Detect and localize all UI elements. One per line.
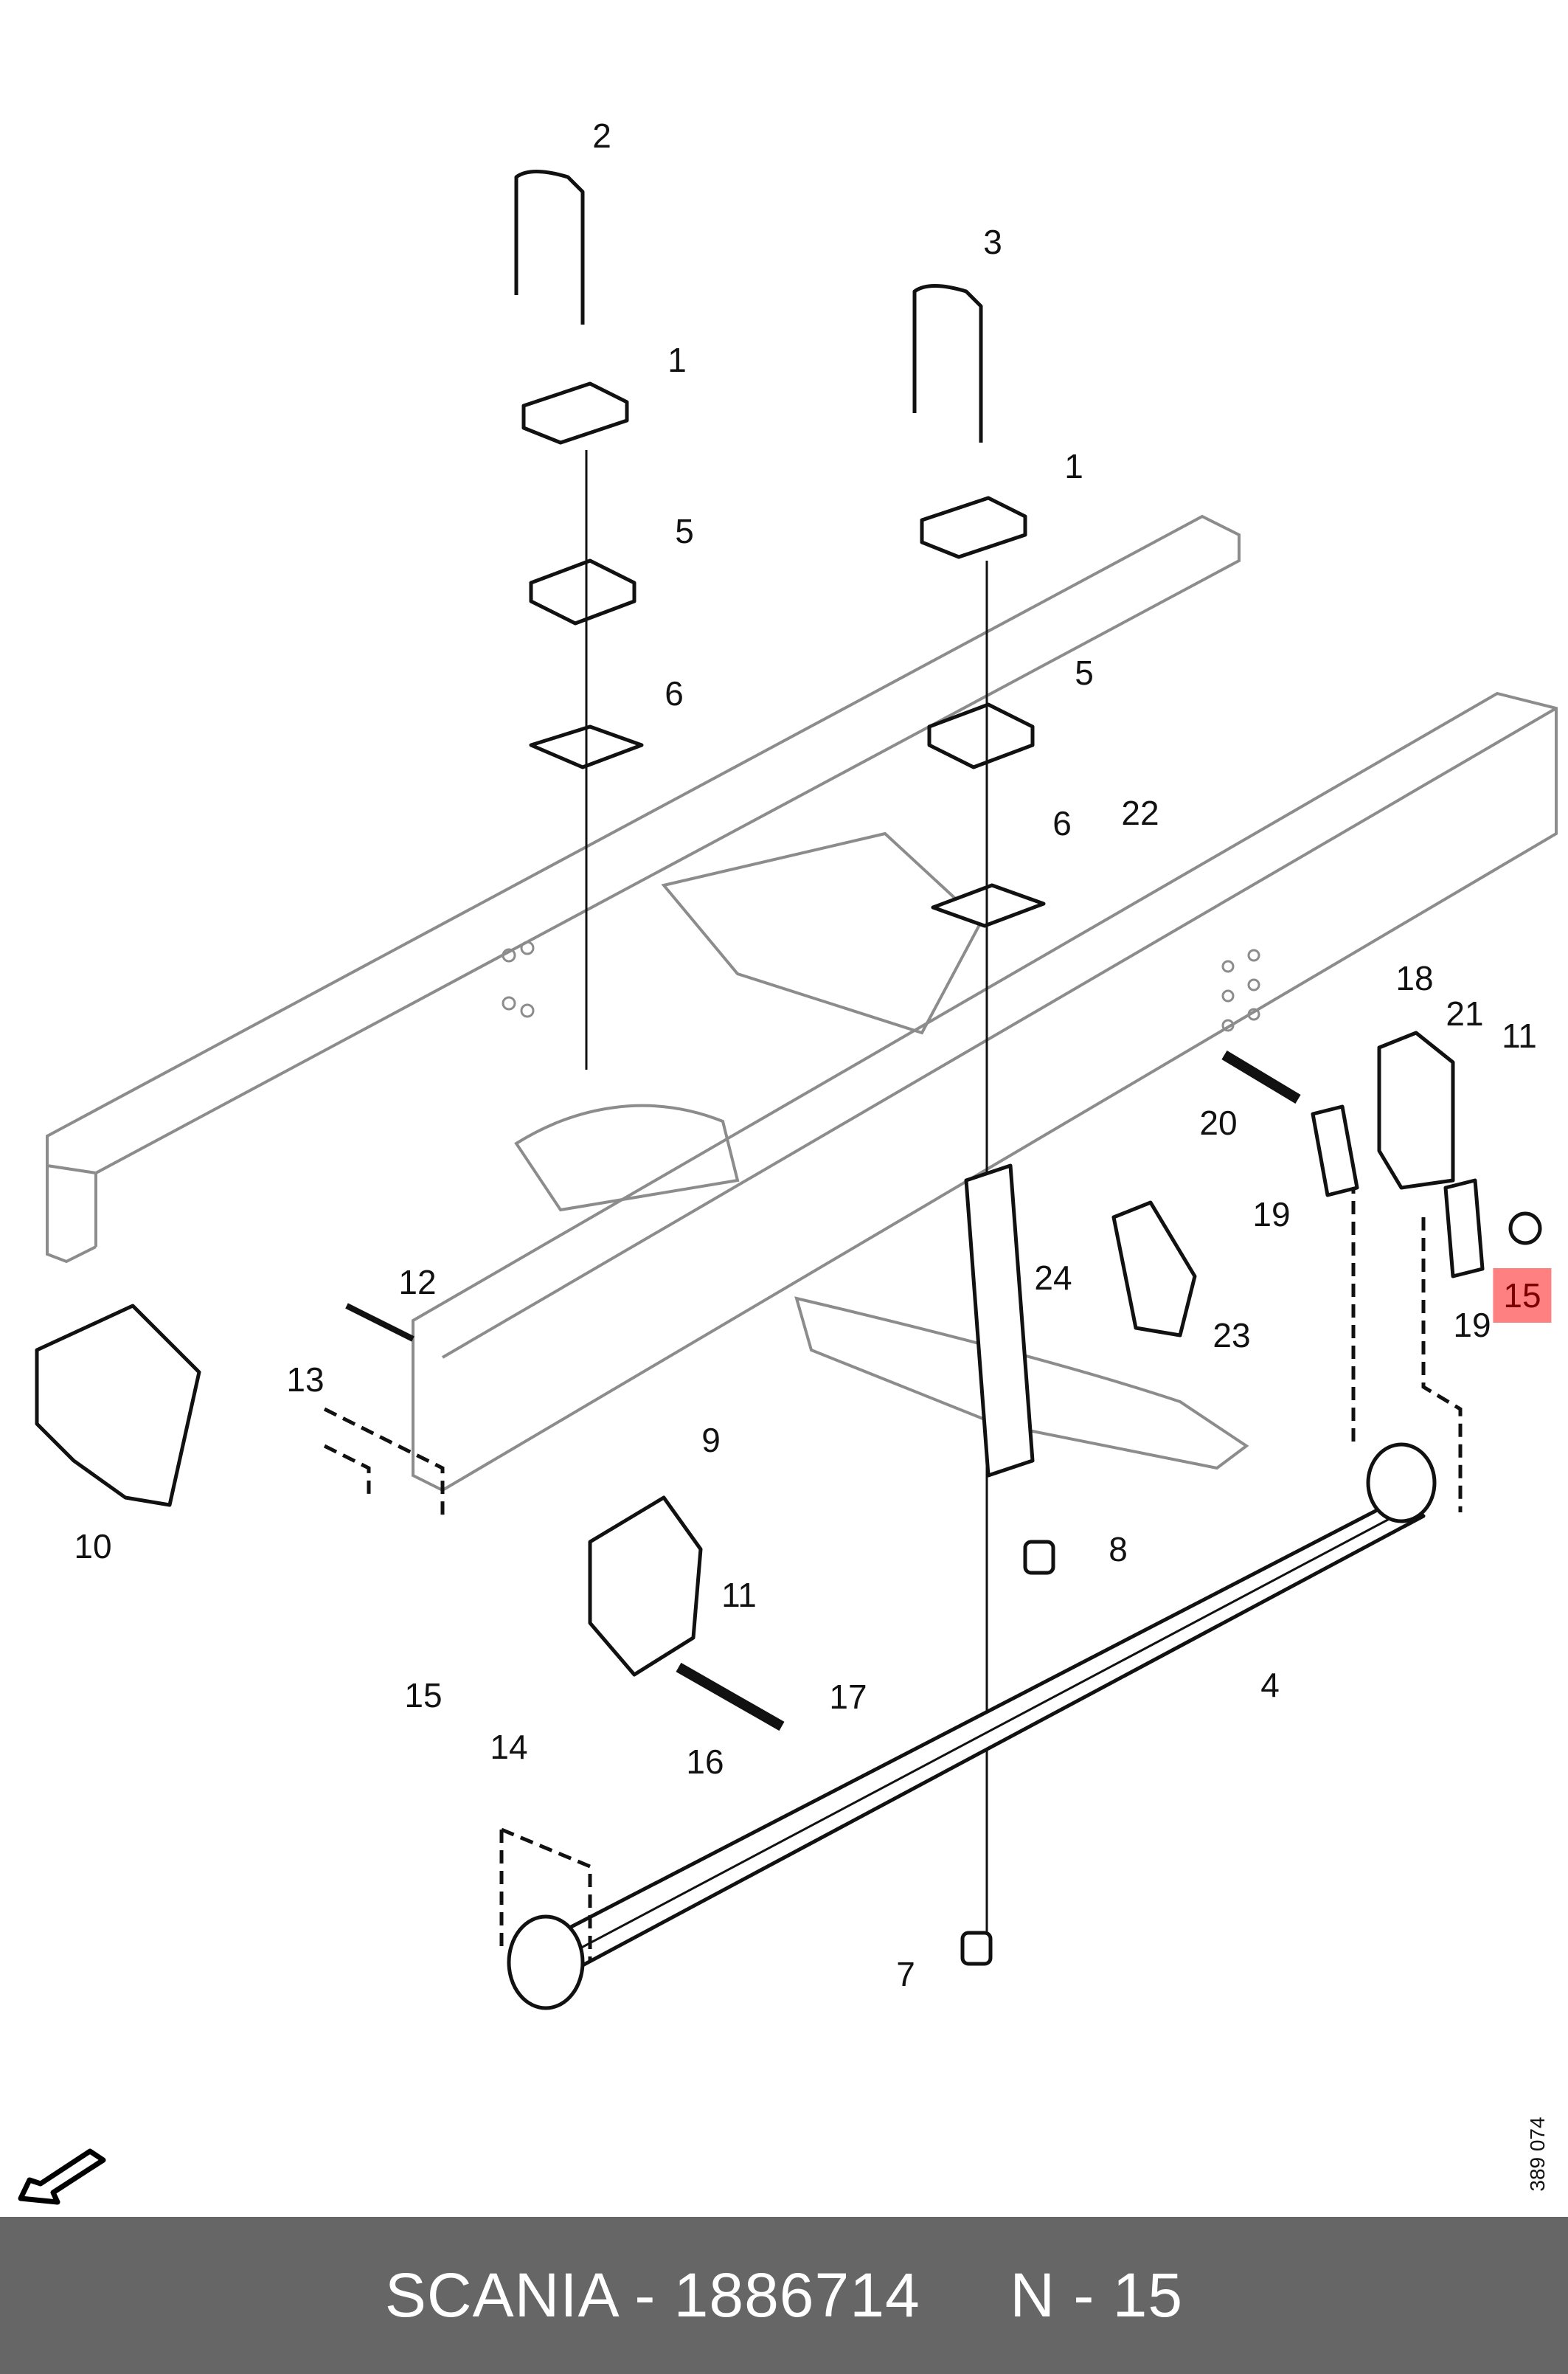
callout-21[interactable]: 21 xyxy=(1446,994,1484,1033)
callout-17[interactable]: 17 xyxy=(829,1678,867,1716)
callout-10[interactable]: 10 xyxy=(74,1527,112,1565)
shackle-18 xyxy=(1377,1031,1455,1190)
callout-4[interactable]: 4 xyxy=(1260,1666,1280,1704)
bracket-23 xyxy=(1111,1200,1197,1337)
callout-7[interactable]: 7 xyxy=(896,1955,915,1993)
spacer-block-left xyxy=(529,558,636,626)
arrow-down-left-icon xyxy=(18,2148,106,2205)
exploded-parts-diagram xyxy=(18,170,1558,2205)
callout-11[interactable]: 11 xyxy=(721,1576,757,1614)
callout-15[interactable]: 15 xyxy=(404,1676,443,1714)
callout-5[interactable]: 5 xyxy=(1075,654,1094,692)
drawing-reference-number: 389 074 xyxy=(1526,2117,1549,2192)
callout-14[interactable]: 14 xyxy=(490,1728,528,1766)
callout-6[interactable]: 6 xyxy=(665,674,684,713)
callout-24[interactable]: 24 xyxy=(1034,1259,1072,1297)
part-footer-bar: SCANIA - 1886714 N - 15 xyxy=(0,2217,1568,2374)
spring-clamp-right xyxy=(920,496,1027,559)
callout-15-highlighted[interactable]: 15 xyxy=(1493,1268,1552,1323)
callout-19[interactable]: 19 xyxy=(1453,1306,1491,1344)
link-plate-19 xyxy=(1311,1104,1485,1278)
callout-12[interactable]: 12 xyxy=(398,1263,437,1301)
u-bolt-left xyxy=(514,170,585,325)
frame-holes xyxy=(502,941,1260,1032)
nut-15-rear xyxy=(1508,1211,1542,1245)
callout-16[interactable]: 16 xyxy=(686,1743,724,1781)
front-axle xyxy=(514,831,1249,1470)
shock-absorber xyxy=(964,1163,1035,1478)
bolt-12 xyxy=(345,1303,414,1342)
callout-1[interactable]: 1 xyxy=(667,341,687,379)
frame-rail-right xyxy=(412,691,1558,1492)
bolt-16 xyxy=(676,1662,785,1731)
spacer-block-right xyxy=(927,702,1035,769)
footer-part-label: SCANIA - 1886714 N - 15 xyxy=(384,2260,1184,2330)
callout-6[interactable]: 6 xyxy=(1052,804,1072,842)
callout-18[interactable]: 18 xyxy=(1395,959,1434,997)
spring-bracket-front xyxy=(588,1495,703,1677)
callout-22[interactable]: 22 xyxy=(1121,794,1159,832)
callout-3[interactable]: 3 xyxy=(983,223,1002,261)
leaf-spring xyxy=(507,1442,1437,2010)
callout-5[interactable]: 5 xyxy=(675,512,694,550)
callout-8[interactable]: 8 xyxy=(1109,1530,1128,1568)
bracket-10 xyxy=(35,1304,201,1507)
callout-23[interactable]: 23 xyxy=(1213,1316,1251,1354)
callout-2[interactable]: 2 xyxy=(592,117,611,155)
bump-stop-8 xyxy=(1023,1540,1055,1575)
bolt-20 xyxy=(1221,1050,1301,1104)
callout-9[interactable]: 9 xyxy=(701,1421,721,1459)
pad-right xyxy=(931,883,1046,928)
callout-11[interactable]: 11 xyxy=(1502,1017,1537,1055)
u-bolt-right xyxy=(912,284,983,443)
frame-rail-left xyxy=(46,514,1241,1264)
callout-20[interactable]: 20 xyxy=(1199,1104,1238,1142)
callout-13[interactable]: 13 xyxy=(286,1360,325,1399)
callout-19[interactable]: 19 xyxy=(1252,1195,1291,1233)
spring-clamp-left xyxy=(521,381,629,445)
bump-stop-7 xyxy=(960,1931,993,1966)
callout-1[interactable]: 1 xyxy=(1064,447,1083,485)
